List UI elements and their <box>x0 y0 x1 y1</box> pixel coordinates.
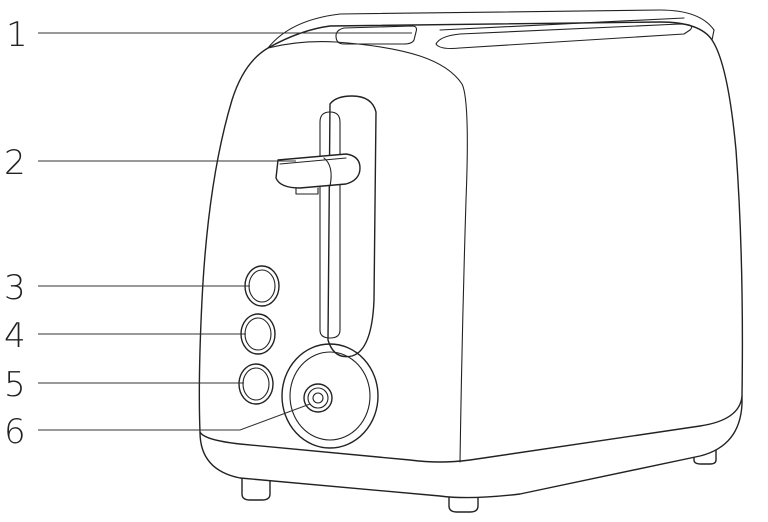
lever-handle <box>275 153 361 195</box>
callout-numbers: 1 2 3 4 5 6 <box>4 15 28 452</box>
browning-dial <box>281 343 379 449</box>
toaster-body <box>198 21 744 463</box>
toaster-side-seam <box>267 41 468 463</box>
callout-1: 1 <box>6 15 28 55</box>
bread-slots <box>335 17 693 50</box>
callout-6: 6 <box>4 412 26 452</box>
toaster-feet <box>241 449 717 513</box>
callout-4: 4 <box>4 316 26 356</box>
callout-2: 2 <box>4 143 26 183</box>
lever-track <box>319 95 377 358</box>
callout-3: 3 <box>4 268 26 308</box>
leader-lines <box>38 32 412 431</box>
callout-5: 5 <box>4 365 26 405</box>
